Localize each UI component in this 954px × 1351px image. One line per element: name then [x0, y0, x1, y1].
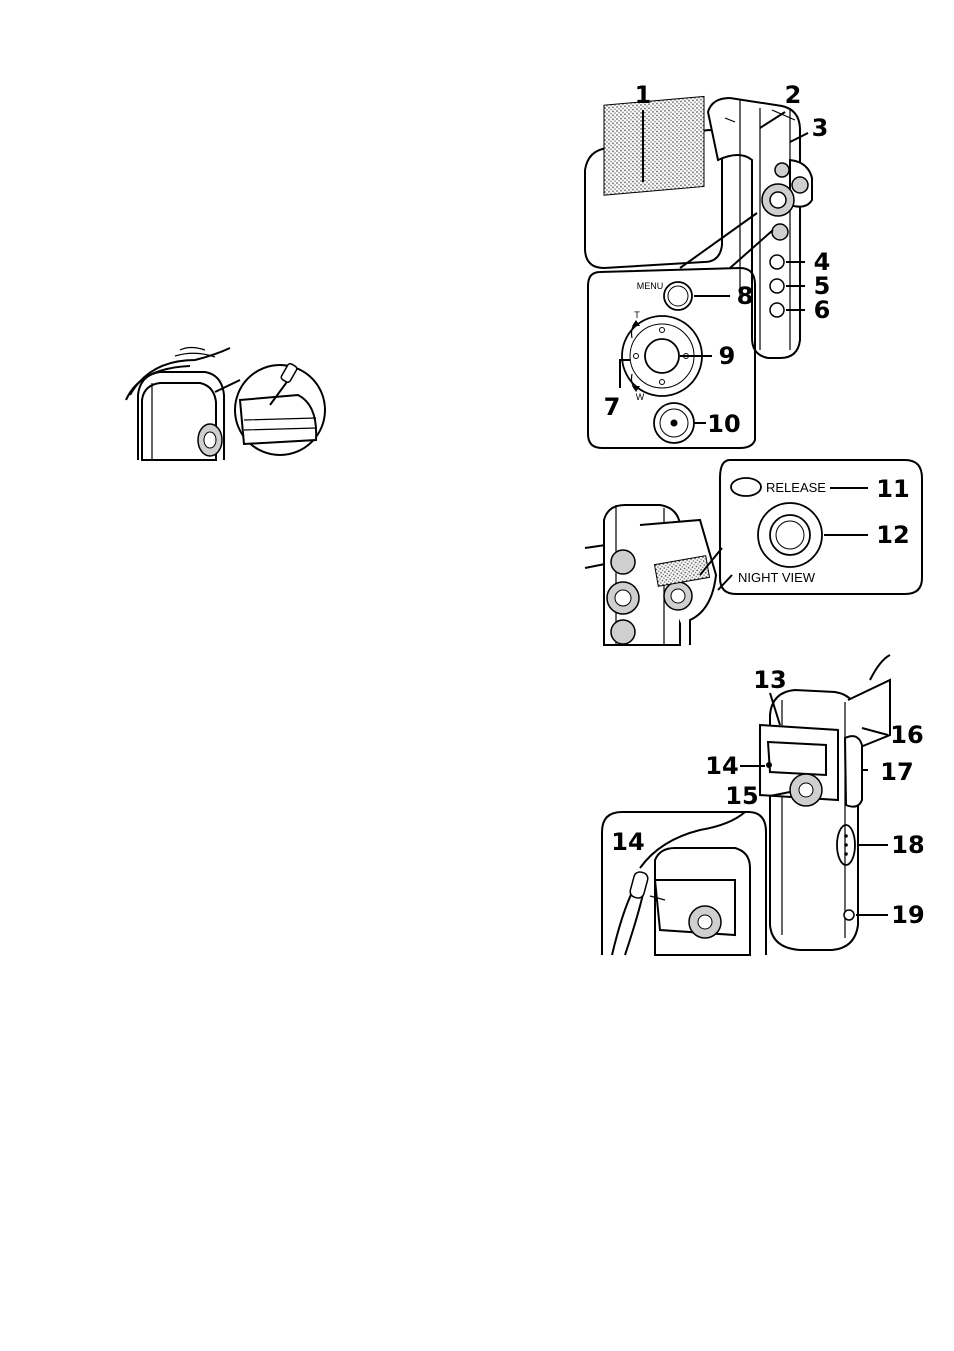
- callout-8: 8: [737, 282, 754, 310]
- callout-11: 11: [876, 475, 909, 503]
- camcorder-front-illustration: [585, 96, 812, 358]
- callout-9: 9: [719, 342, 736, 370]
- night-view-label: NIGHT VIEW: [738, 570, 816, 585]
- lcd-screen: [604, 96, 704, 195]
- callout-2: 2: [785, 81, 802, 109]
- camcorder-top-illustration: [585, 505, 732, 645]
- camcorder-rear-illustration: [760, 655, 890, 950]
- callout-14: 14: [705, 752, 738, 780]
- callout-3: 3: [812, 114, 829, 142]
- strap-attachment-illustration: [126, 348, 325, 461]
- callout-15: 15: [725, 782, 758, 810]
- callout-6: 6: [814, 296, 831, 324]
- callout-14-inset: 14: [611, 828, 644, 856]
- callout-19: 19: [891, 901, 924, 929]
- callout-12: 12: [876, 521, 909, 549]
- menu-label: MENU: [637, 281, 664, 291]
- callout-17: 17: [880, 758, 913, 786]
- callout-16: 16: [890, 721, 923, 749]
- callout-7: 7: [604, 393, 621, 421]
- callout-1: 1: [635, 81, 652, 109]
- tele-label: T: [634, 310, 640, 320]
- joystick-center: [645, 339, 679, 373]
- callout-10: 10: [707, 410, 740, 438]
- callout-13: 13: [753, 666, 786, 694]
- wide-label: W: [636, 392, 645, 402]
- release-button: [731, 478, 761, 496]
- callout-18: 18: [891, 831, 924, 859]
- release-label: RELEASE: [766, 480, 826, 495]
